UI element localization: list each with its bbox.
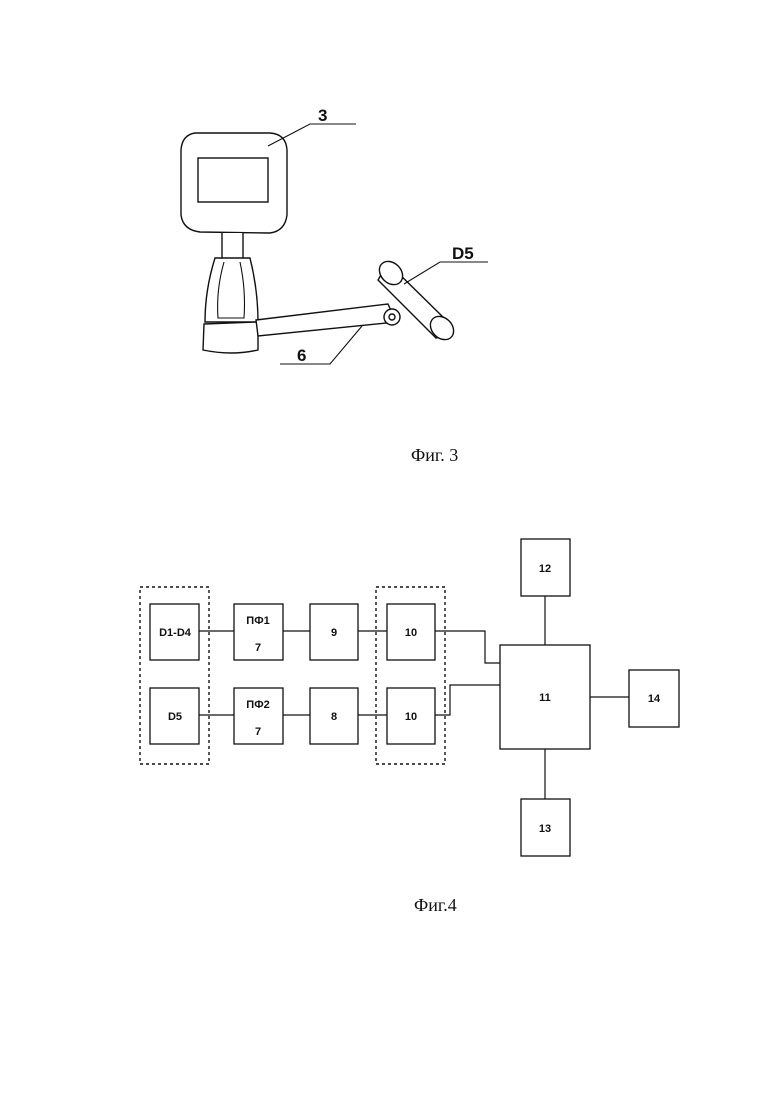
- block-11-label: 11: [539, 692, 551, 704]
- figure-3: 3 D5 6 Фиг. 3: [181, 106, 488, 465]
- leader-sensor: [404, 262, 488, 284]
- label-device: 3: [318, 106, 327, 125]
- label-sensor: D5: [452, 244, 474, 263]
- figure-3-caption: Фиг. 3: [411, 445, 458, 465]
- figure-4-caption: Фиг.4: [414, 895, 457, 915]
- block-d5-label: D5: [168, 711, 182, 723]
- label-rod: 6: [297, 346, 306, 365]
- block-9-label: 9: [331, 627, 337, 639]
- block-12-label: 12: [539, 563, 551, 575]
- block-pf2-label-bottom: 7: [255, 726, 261, 738]
- block-pf1-label-top: ПФ1: [246, 615, 269, 627]
- block-13-label: 13: [539, 823, 551, 835]
- hinge-pin: [389, 314, 395, 320]
- block-14-label: 14: [648, 693, 661, 705]
- block-pf1-label-bottom: 7: [255, 642, 261, 654]
- block-d1-d4-label: D1-D4: [159, 627, 192, 639]
- device-handle: [205, 258, 258, 322]
- device-screen: [198, 158, 268, 202]
- figure-4: D1-D4 D5 ПФ1 7 ПФ2 7 9 8 10 10 11 12 13 …: [140, 539, 679, 915]
- block-8-label: 8: [331, 711, 337, 723]
- block-10-top-label: 10: [405, 627, 417, 639]
- block-10-bottom-label: 10: [405, 711, 417, 723]
- rod: [256, 304, 396, 336]
- block-pf2-label-top: ПФ2: [246, 699, 269, 711]
- device-base: [203, 322, 258, 353]
